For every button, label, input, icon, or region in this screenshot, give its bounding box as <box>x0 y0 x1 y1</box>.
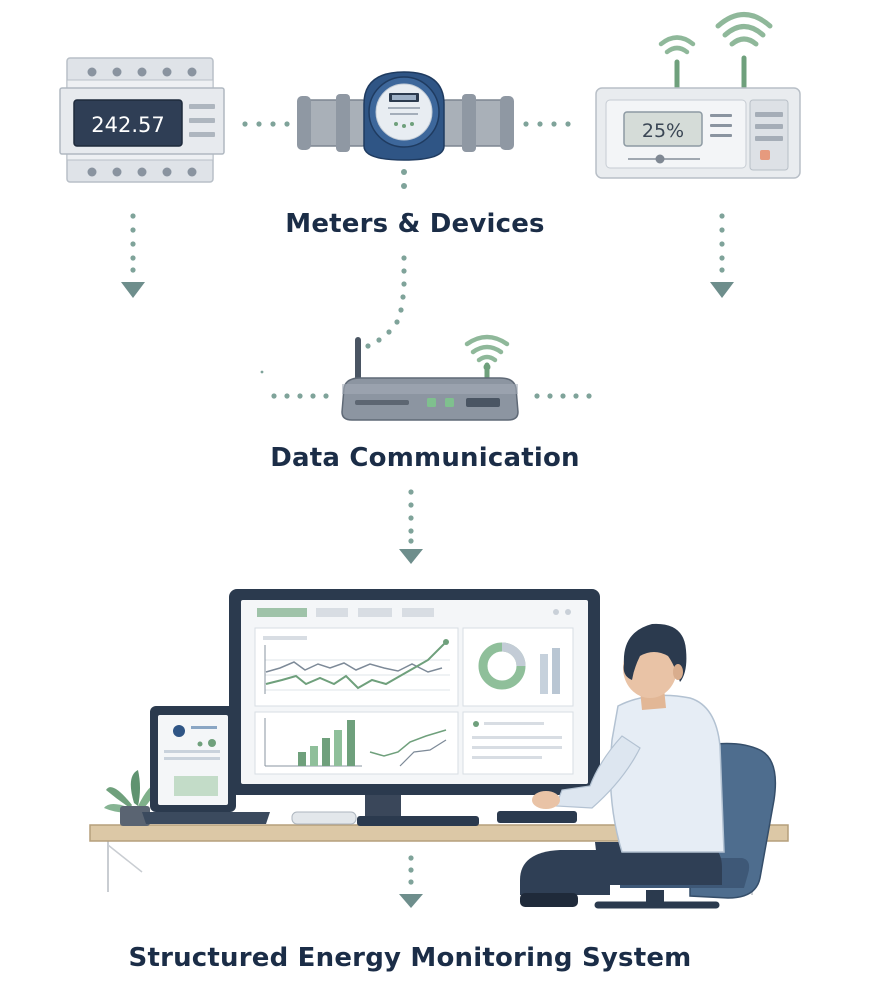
connector-right-down <box>710 213 734 298</box>
arrow-down-icon <box>710 282 734 298</box>
arrow-down-icon <box>399 549 423 564</box>
system-title: Structured Energy Monitoring System <box>128 943 692 973</box>
connector-comm-to-workstation <box>399 489 423 564</box>
wifi-icon <box>658 35 696 55</box>
arrow-down-icon <box>121 282 145 298</box>
connector-label-to-router <box>365 255 407 349</box>
connector-router-right <box>534 393 592 399</box>
person-icon <box>520 623 725 907</box>
connector-flow-to-controller <box>523 121 571 127</box>
arrow-down-icon <box>399 894 423 908</box>
connector-workstation-to-system <box>399 855 423 908</box>
wifi-icon <box>715 12 773 47</box>
laptop-icon <box>142 706 270 824</box>
communication-section-label: Data Communication <box>270 443 580 473</box>
connector-left-down <box>121 213 145 298</box>
keyboard <box>497 811 577 823</box>
connector-meter-to-flow <box>242 121 290 127</box>
monitor-icon <box>229 589 600 826</box>
flow-meter-icon <box>297 71 514 161</box>
power-meter-reading: 242.57 <box>91 113 164 137</box>
wireless-controller-icon: 25% <box>595 12 801 179</box>
devices-section-label: Meters & Devices <box>285 209 545 239</box>
connector-flow-down <box>401 169 407 189</box>
router-icon <box>341 334 519 421</box>
connector-router-left <box>260 370 329 399</box>
power-meter-icon: 242.57 <box>59 57 225 183</box>
wifi-icon <box>464 334 510 363</box>
controller-reading: 25% <box>642 120 684 142</box>
